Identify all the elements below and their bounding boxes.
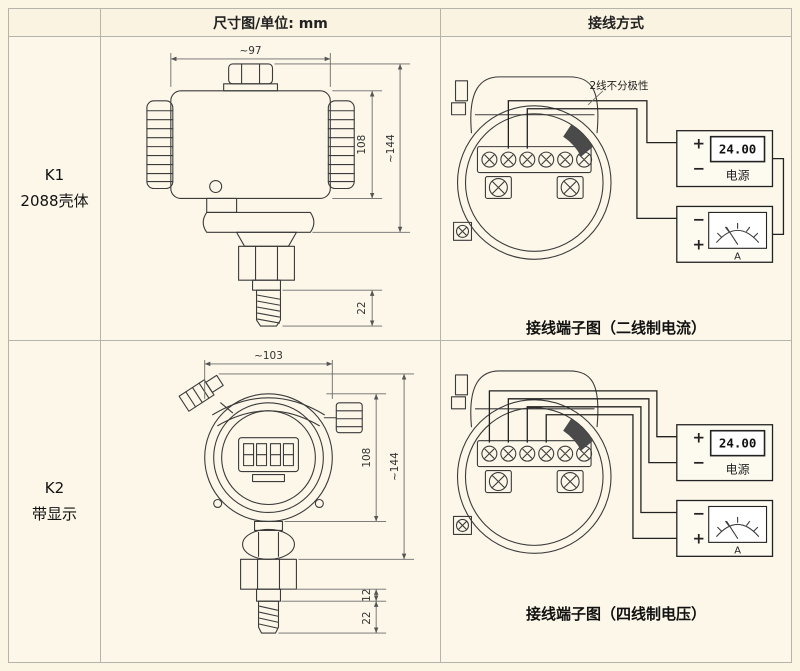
meter2-minus-terminal: − [692, 504, 705, 522]
k2-dimension-drawing-cell: ~103 108 ~144 12 22 [101, 341, 441, 662]
ammeter-label: A [734, 251, 741, 262]
k1-dimension-lines [170, 52, 411, 327]
wiring-caption-voltage: 接线端子图（四线制电压） [525, 605, 706, 623]
k1-wiring-cell: 2线不分极性 + − 24.00 电源 − + A [441, 37, 791, 341]
k2-wiring-diagram: + − 24.00 电源 − + A [450, 370, 774, 557]
psu2-label: 电源 [726, 463, 750, 477]
k2-dim-total-height: ~144 [389, 452, 401, 481]
k1-dim-total-height: ~144 [385, 134, 397, 163]
psu2-plus-terminal: + [692, 429, 705, 447]
housing-rear-view [450, 76, 612, 260]
k2-dim-thread-length: 22 [361, 611, 373, 624]
meter2-label: A [734, 545, 741, 556]
k2-transmitter-outline [178, 374, 363, 634]
k2-wiring-cell: + − 24.00 电源 − + A 接线端子图（四线制电压） [441, 341, 791, 662]
header-dimension-title: 尺寸图/单位: mm [101, 9, 441, 37]
k2-display: 带显示 [31, 504, 77, 523]
dimension-title-text: 尺寸图/单位: mm [213, 15, 328, 32]
k2-dim-mid-length: 12 [361, 589, 373, 602]
psu2-display-value: 24.00 [719, 436, 757, 451]
four-wires [488, 390, 691, 540]
power-supply-box: + − 24.00 电源 [676, 130, 774, 188]
header-wiring-title: 接线方式 [441, 9, 791, 37]
meter-box-2: − + A [676, 499, 774, 557]
psu-display-value: 24.00 [719, 142, 756, 157]
power-supply-box-2: + − 24.00 电源 [676, 424, 774, 482]
k2-dim-width: ~103 [254, 350, 283, 362]
header-empty-cell [9, 9, 101, 37]
spec-table: 尺寸图/单位: mm 接线方式 K1 2088壳体 [9, 9, 791, 662]
k2-model: K2 [44, 479, 65, 497]
note-leader-line [587, 90, 604, 106]
wiring-title-text: 接线方式 [588, 15, 644, 32]
k1-transmitter-outline [146, 63, 355, 327]
k2-dimension-lines [204, 359, 415, 634]
polarity-note: 2线不分极性 [590, 79, 649, 92]
psu-plus-terminal: + [692, 135, 705, 153]
wiring-caption-current: 接线端子图（二线制电流） [525, 319, 706, 337]
ammeter-minus-terminal: − [692, 210, 705, 228]
k1-wiring-diagram: 2线不分极性 + − 24.00 电源 − + A [450, 76, 785, 263]
psu-minus-terminal: − [692, 160, 705, 178]
k1-housing: 2088壳体 [20, 191, 89, 210]
k1-dim-thread-length: 22 [356, 301, 368, 314]
k1-dim-width: ~97 [240, 45, 262, 57]
ammeter-box: − + A [676, 205, 774, 263]
meter2-plus-terminal: + [692, 529, 705, 547]
k2-dimension-drawing: ~103 108 ~144 12 22 [178, 350, 415, 634]
k1-dim-body-height: 108 [356, 135, 368, 155]
loop-wires [507, 100, 785, 235]
k1-dimension-drawing-cell: ~97 108 ~144 22 [101, 37, 441, 341]
k1-dimension-drawing: ~97 108 ~144 22 [146, 45, 411, 327]
k1-model: K1 [44, 166, 65, 184]
k2-dim-body-height: 108 [361, 448, 373, 468]
psu-label: 电源 [726, 169, 750, 183]
row-label-k1: K1 2088壳体 [9, 37, 101, 341]
housing-rear-view-2 [450, 370, 612, 554]
spec-sheet: 尺寸图/单位: mm 接线方式 K1 2088壳体 [8, 8, 792, 663]
row-label-k2: K2 带显示 [9, 341, 101, 662]
psu2-minus-terminal: − [692, 454, 705, 472]
ammeter-plus-terminal: + [692, 235, 705, 253]
